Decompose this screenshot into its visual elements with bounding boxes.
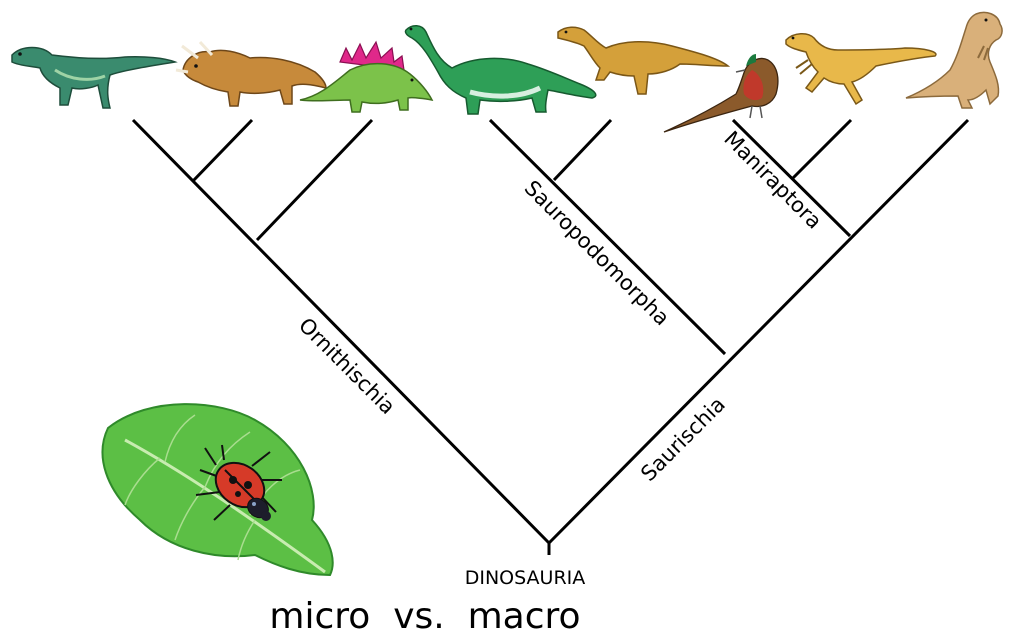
- sauropodomorpha-label: Sauropodomorpha: [520, 176, 674, 330]
- tree-branches: [131, 118, 970, 555]
- maniraptora-branch: [731, 118, 852, 238]
- saurischia-branch: [547, 118, 970, 545]
- leaf-veins: [124, 414, 301, 561]
- triceratops-branch: [191, 118, 254, 183]
- prosauropod-icon: [557, 26, 731, 95]
- leaf-midrib: [124, 438, 326, 574]
- ornithischia-label: Ornithischia: [294, 313, 400, 419]
- maniraptora-label: Maniraptora: [719, 126, 826, 233]
- tyrannosaurus-icon: [905, 11, 1003, 109]
- caption: micro vs. macro: [269, 596, 580, 634]
- stegosaurus-branch: [255, 118, 374, 242]
- triceratops-icon: [175, 40, 327, 107]
- sauropod-icon: [404, 25, 597, 115]
- sauropodomorpha-branch: [488, 118, 727, 356]
- ornithischia-branch: [131, 118, 551, 545]
- beetle-icon: [195, 444, 282, 521]
- prosauropod-branch: [552, 118, 613, 182]
- iguanodon-icon: [11, 46, 178, 109]
- pheasant-icon: [663, 54, 779, 133]
- root-label: DINOSAURIA: [465, 567, 586, 589]
- leaf-with-beetle: [101, 403, 334, 577]
- stegosaurus-icon: [299, 40, 434, 113]
- velociraptor-icon: [785, 33, 937, 106]
- velociraptor-branch: [791, 118, 853, 180]
